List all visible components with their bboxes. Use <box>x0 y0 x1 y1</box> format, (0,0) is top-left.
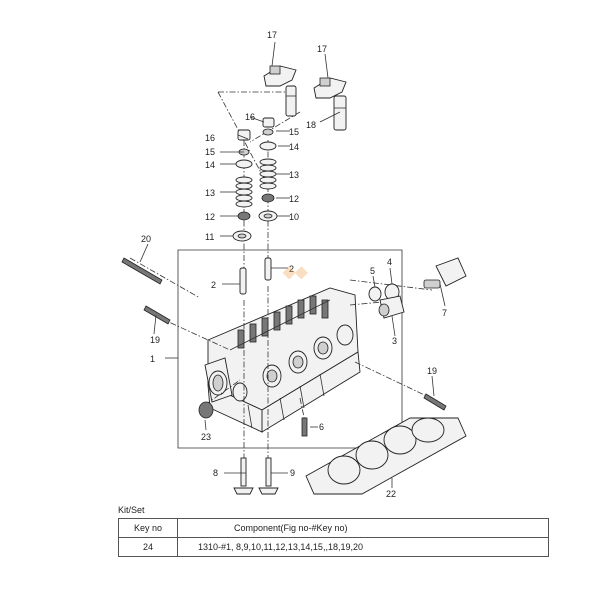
valve-stack-right <box>258 117 278 281</box>
callout-15-right: 15 <box>289 127 299 137</box>
callout-16-right: 16 <box>245 112 255 122</box>
callout-2-right: 2 <box>289 264 294 274</box>
callout-19-right: 19 <box>427 366 437 376</box>
callout-17-left: 17 <box>267 30 277 40</box>
stud-20 <box>121 257 163 285</box>
callout-13-right: 13 <box>289 170 299 180</box>
table-row: 24 1310-#1, 8,9,10,11,12,13,14,15,,18,19… <box>118 537 549 557</box>
watermark-logo: ◆◆ <box>283 264 308 281</box>
housing-3 <box>378 295 405 319</box>
plug-5 <box>368 286 382 302</box>
callout-18: 18 <box>306 120 316 130</box>
row-components: 1310-#1, 8,9,10,11,12,13,14,15,,18,19,20 <box>177 537 549 557</box>
kit-table: Key no Component(Fig no-#Key no) 24 1310… <box>118 518 549 557</box>
callout-9: 9 <box>290 468 295 478</box>
stud-19-right <box>423 393 447 411</box>
stud-19-left <box>143 305 171 325</box>
callout-22: 22 <box>386 489 396 499</box>
callout-8: 8 <box>213 468 218 478</box>
callout-11: 11 <box>205 232 214 242</box>
row-key-no: 24 <box>118 537 178 557</box>
callout-1: 1 <box>150 354 155 364</box>
header-key-no: Key no <box>118 518 178 538</box>
callout-12-right: 12 <box>289 194 299 204</box>
callout-7: 7 <box>442 308 447 318</box>
intake-valve <box>233 457 254 495</box>
header-component: Component(Fig no-#Key no) <box>177 518 549 538</box>
dowel-pin-6 <box>301 417 308 437</box>
callout-17-right: 17 <box>317 44 327 54</box>
callout-13-left: 13 <box>205 188 215 198</box>
callout-10: 10 <box>289 212 299 222</box>
lash-adjuster-right <box>333 95 347 131</box>
callout-12-left: 12 <box>205 212 215 222</box>
cylinder-head <box>204 287 361 433</box>
callout-20: 20 <box>141 234 151 244</box>
callout-19-left: 19 <box>150 335 160 345</box>
sensor-7 <box>423 257 467 289</box>
rocker-arm-right <box>313 77 347 99</box>
kit-caption: Kit/Set <box>118 505 145 515</box>
callout-16-left: 16 <box>205 133 215 143</box>
valve-stack-left <box>232 129 253 295</box>
callout-4: 4 <box>387 257 392 267</box>
callout-14-right: 14 <box>289 142 299 152</box>
callout-2-left: 2 <box>211 280 216 290</box>
head-gasket <box>305 417 467 495</box>
callout-15-left: 15 <box>205 147 215 157</box>
callout-14-left: 14 <box>205 160 215 170</box>
callout-23: 23 <box>201 432 211 442</box>
exhaust-valve <box>258 457 279 495</box>
plug-23 <box>198 401 214 419</box>
lash-adjuster-left <box>285 85 297 117</box>
rocker-arm-left <box>263 65 297 87</box>
kit-table-header: Key no Component(Fig no-#Key no) <box>118 518 549 538</box>
callout-5: 5 <box>370 266 375 276</box>
callout-6: 6 <box>319 422 324 432</box>
callout-3: 3 <box>392 336 397 346</box>
